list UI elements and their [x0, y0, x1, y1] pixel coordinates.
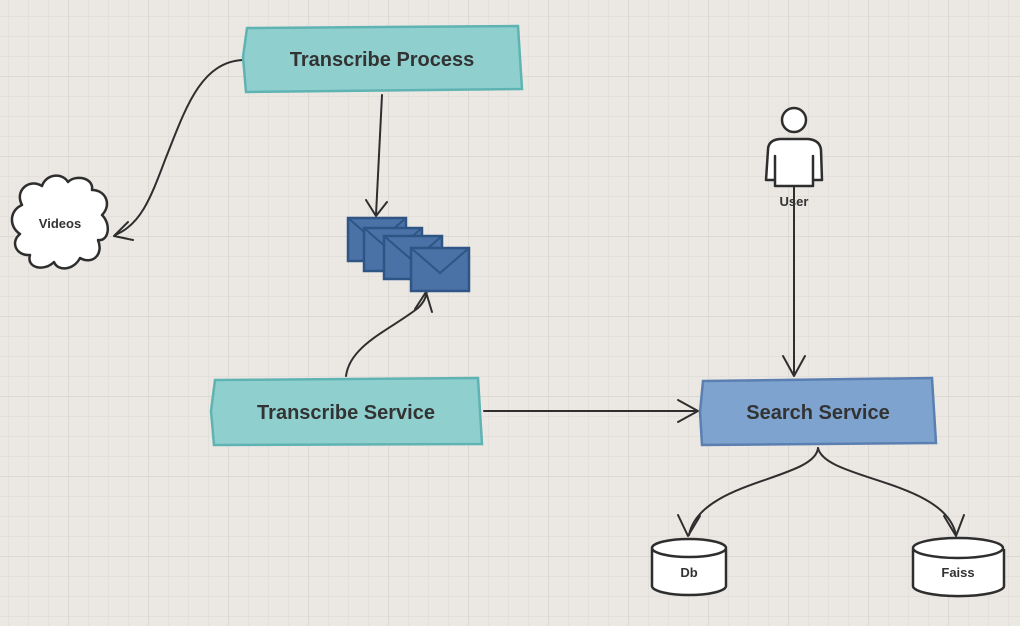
user-label: User — [780, 194, 809, 209]
message-queue-envelopes — [346, 216, 471, 293]
faiss-label: Faiss — [941, 565, 974, 580]
user-actor-node[interactable]: User — [764, 106, 824, 209]
connector-search-to-db — [677, 447, 819, 537]
search-service-node[interactable]: Search Service — [698, 376, 938, 447]
transcribe-service-label: Transcribe Service — [257, 402, 435, 424]
connector-process-to-queue — [365, 94, 388, 217]
transcribe-process-label: Transcribe Process — [290, 49, 475, 71]
envelope-icon — [409, 246, 471, 293]
connector-transcribe-to-search — [483, 399, 699, 423]
connector-service-to-queue — [345, 289, 433, 377]
connector-search-to-faiss — [817, 447, 965, 537]
db-datastore-node[interactable]: Db — [650, 537, 728, 597]
videos-label: Videos — [39, 216, 81, 231]
faiss-datastore-node[interactable]: Faiss — [911, 536, 1006, 598]
transcribe-service-node[interactable]: Transcribe Service — [209, 376, 484, 447]
transcribe-process-node[interactable]: Transcribe Process — [241, 24, 524, 94]
db-label: Db — [680, 565, 697, 580]
user-icon — [764, 106, 824, 188]
connector-process-to-videos — [113, 59, 244, 241]
search-service-label: Search Service — [746, 402, 889, 424]
videos-cloud-node[interactable]: Videos — [10, 174, 110, 270]
connector-user-to-search — [782, 184, 806, 377]
